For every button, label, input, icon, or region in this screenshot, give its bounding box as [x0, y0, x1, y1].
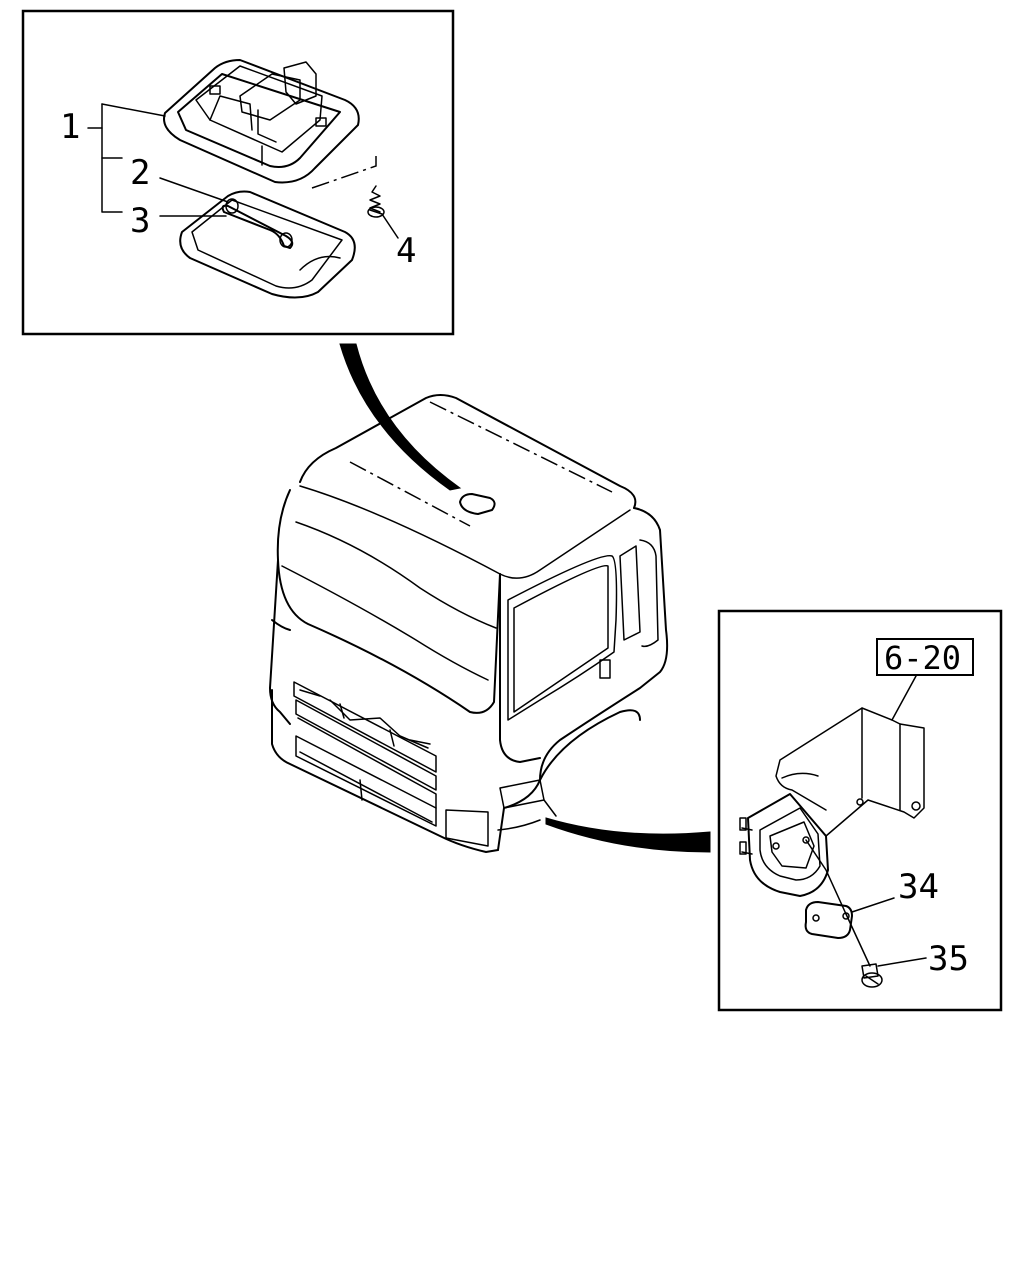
cab-grille — [293, 681, 437, 809]
reference-box — [876, 638, 974, 676]
roof-lamp — [459, 493, 496, 515]
inset-frame-right — [717, 609, 1003, 1012]
callout-2: 2 — [130, 153, 150, 193]
callout-35: 35 — [928, 939, 969, 979]
side-lamp-body — [739, 793, 829, 897]
cover-plate — [804, 901, 853, 939]
pointer-arrow-top — [339, 343, 462, 491]
side-lamp-inset: 6-20 — [717, 609, 1003, 1012]
room-lamp-inset: 1 2 3 4 — [21, 9, 455, 336]
cab-fender — [497, 709, 641, 851]
lamp-screw — [367, 185, 385, 218]
callout-4: 4 — [396, 231, 416, 271]
pointer-arrow-right — [545, 817, 711, 853]
lamp-housing — [163, 59, 360, 184]
callout-1: 1 — [60, 107, 80, 147]
lamp-bulb — [221, 198, 294, 249]
callout-lines-right — [805, 839, 927, 967]
inset-frame-top — [21, 9, 455, 336]
truck-cab — [269, 394, 669, 853]
reference-label: 6-20 — [884, 639, 961, 677]
callout-34: 34 — [898, 867, 939, 907]
cab-door — [499, 507, 669, 781]
callout-lines-top — [87, 103, 399, 239]
lamp-bracket — [775, 675, 925, 837]
callout-3: 3 — [130, 201, 150, 241]
cover-screw — [861, 963, 883, 988]
cab-bumper — [271, 689, 499, 853]
lamp-lens — [179, 190, 356, 299]
